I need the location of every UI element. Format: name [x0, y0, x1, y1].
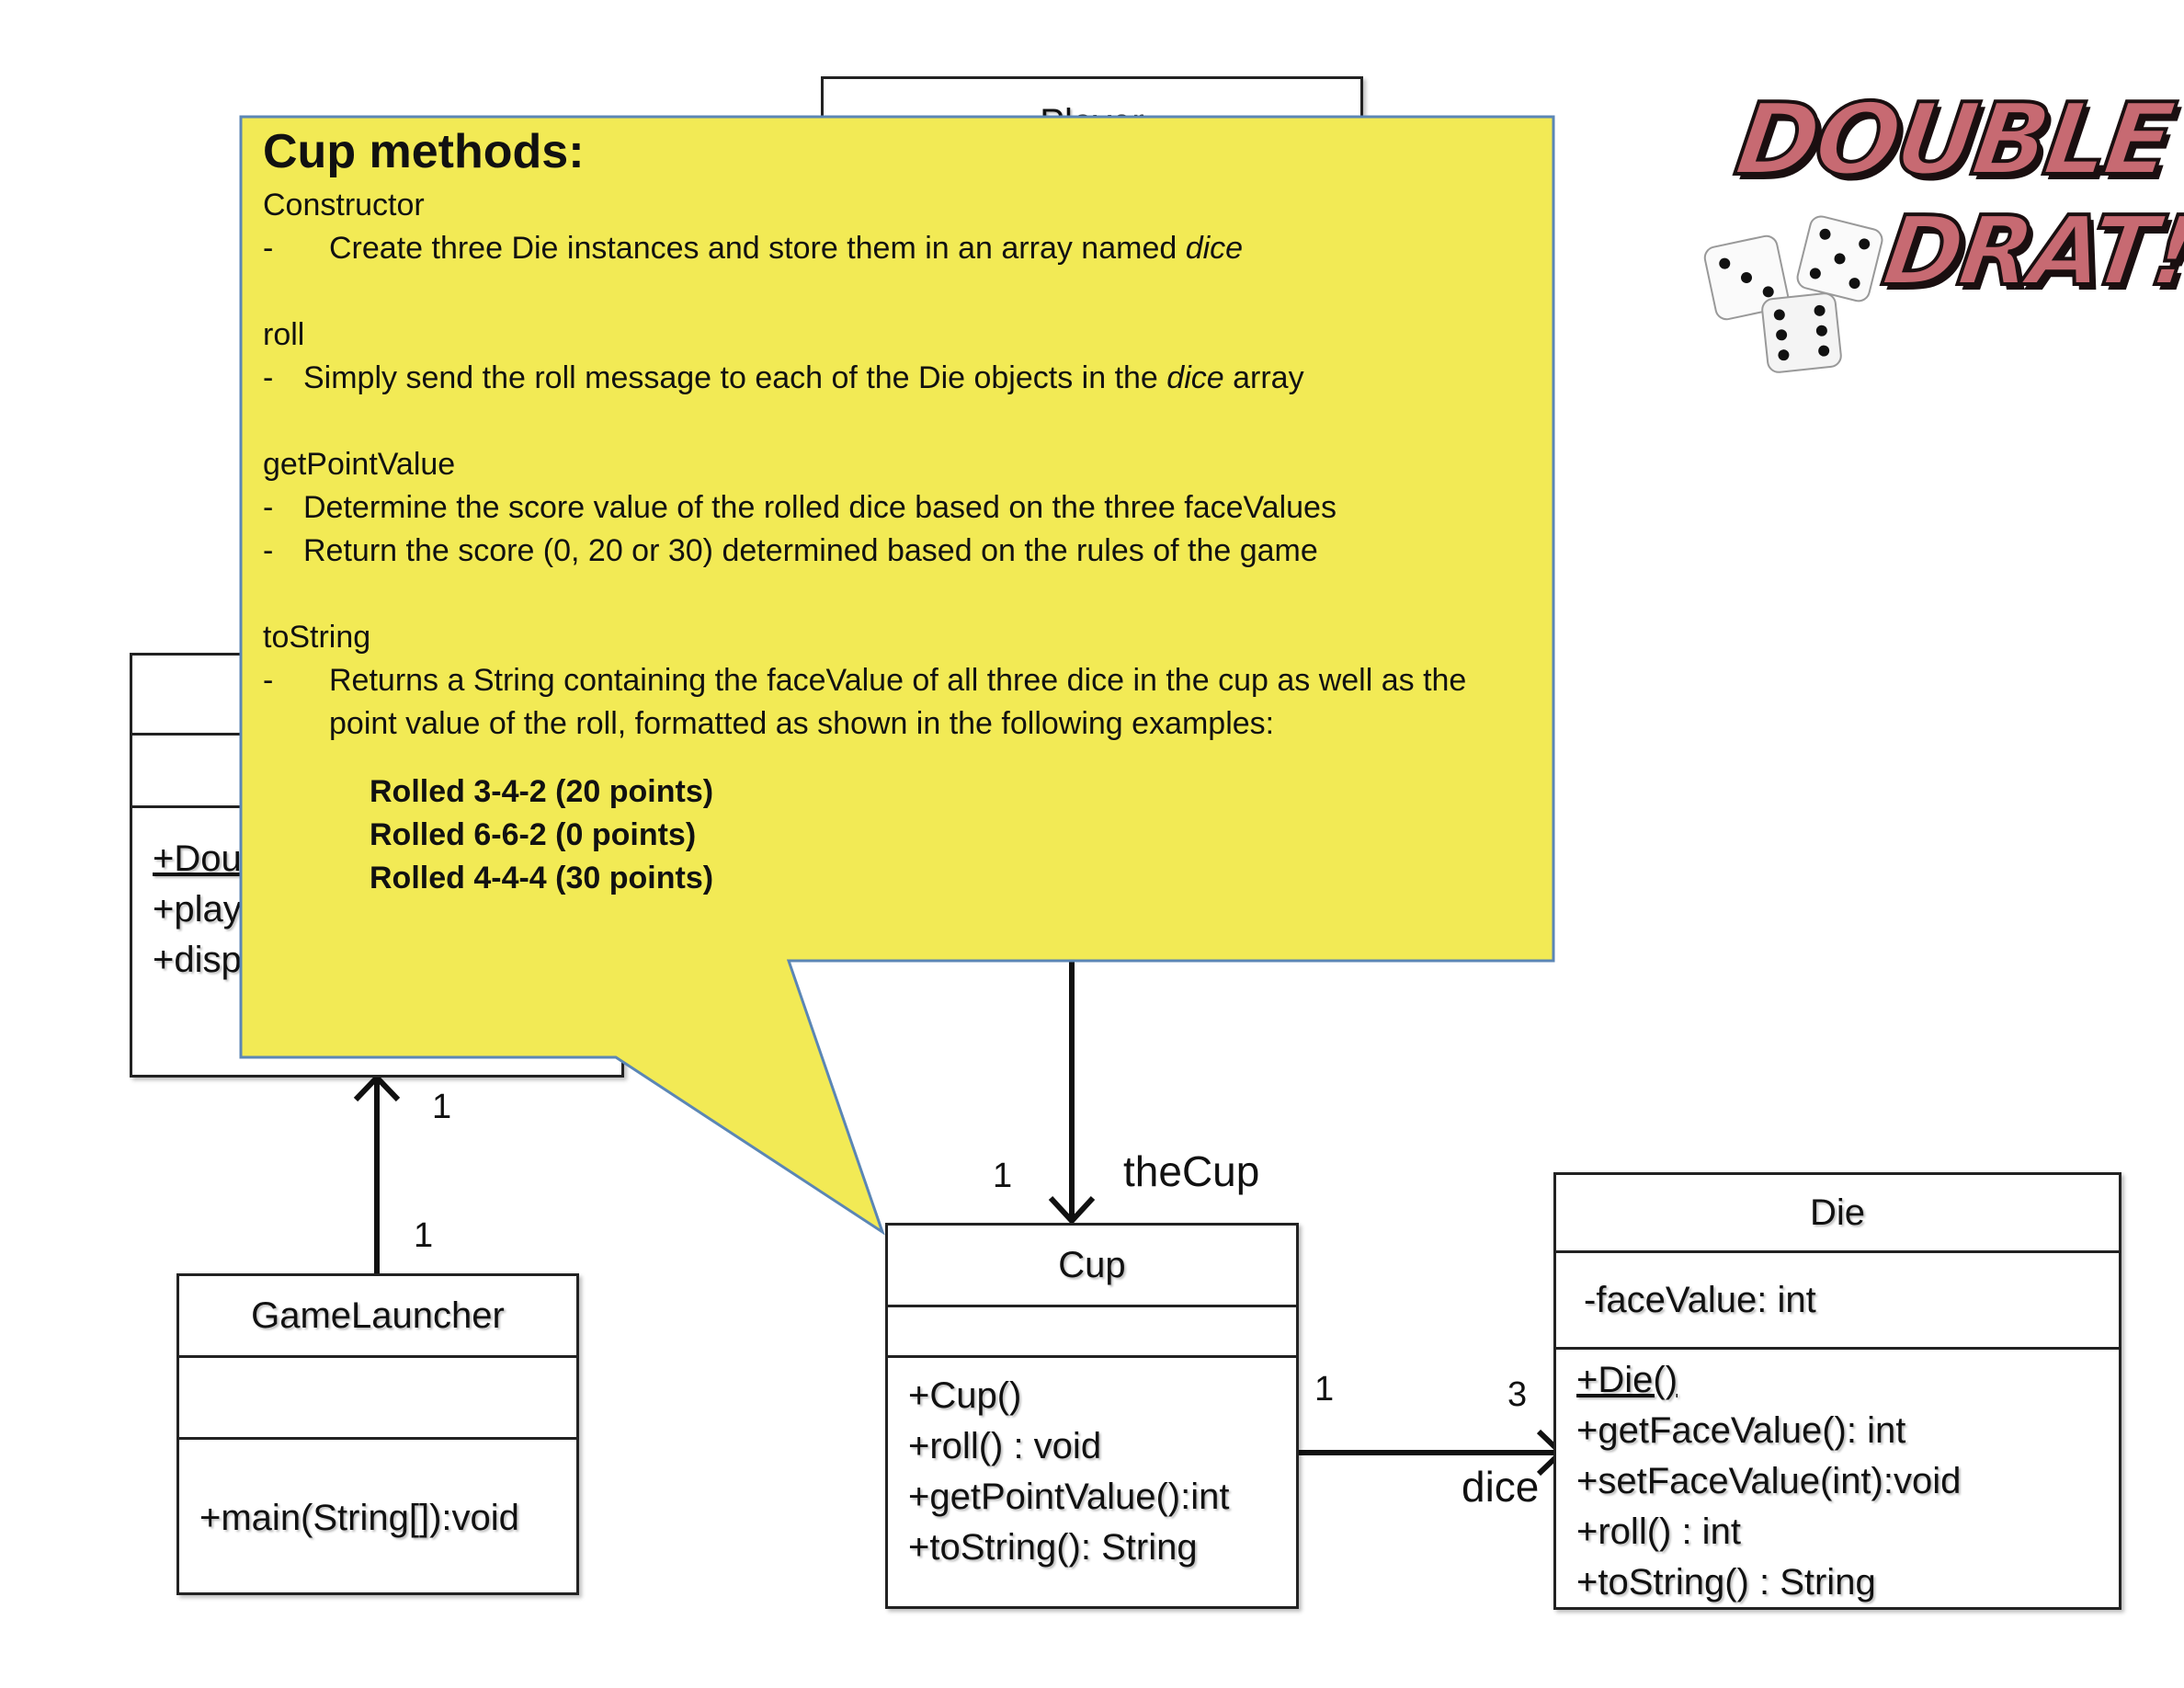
class-cup: Cup +Cup() +roll() : void +getPointValue…: [885, 1223, 1299, 1609]
constructor-heading: Constructor: [263, 188, 425, 222]
method-roll: +roll() : int: [1576, 1511, 1741, 1552]
class-methods: +main(String[]):void: [179, 1440, 576, 1544]
class-attributes: -faceValue: int: [1556, 1253, 2119, 1350]
method-cup-constructor: +Cup(): [908, 1375, 1022, 1416]
method-to-string: +toString(): String: [908, 1527, 1198, 1568]
method-constructor: +Dou: [153, 838, 242, 879]
class-game-launcher: GameLauncher +main(String[]):void: [176, 1273, 579, 1595]
getpoint-line-2: -Return the score (0, 20 or 30) determin…: [263, 533, 1318, 568]
role-dice: dice: [1462, 1463, 1540, 1511]
class-name: Cup: [888, 1226, 1296, 1307]
role-the-cup: theCup: [1123, 1147, 1260, 1195]
double-drat-logo: DOUBLE DRAT!: [1696, 75, 2184, 379]
class-name: GameLauncher: [179, 1276, 576, 1358]
multiplicity-die-side: 3: [1507, 1375, 1528, 1414]
callout-title: Cup methods:: [263, 125, 585, 178]
class-die: Die -faceValue: int +Die() +getFaceValue…: [1553, 1172, 2121, 1610]
method-play: +play: [153, 889, 242, 930]
class-attributes-compartment: [888, 1307, 1296, 1358]
multiplicity-cup-side: 1: [1314, 1370, 1335, 1409]
method-roll: +roll() : void: [908, 1426, 1102, 1466]
class-name: Die: [1556, 1175, 2119, 1253]
multiplicity-game-end: 1: [432, 1088, 452, 1126]
callout-note: Cup methods: Constructor -Create three D…: [263, 121, 1541, 900]
multiplicity-cup-end: 1: [993, 1157, 1013, 1195]
tostring-line-2: point value of the roll, formatted as sh…: [329, 706, 1275, 741]
class-attributes-compartment: [179, 1358, 576, 1440]
multiplicity-launcher-end: 1: [414, 1216, 434, 1255]
tostring-line-1: -Returns a String containing the faceVal…: [263, 663, 1467, 698]
roll-heading: roll: [263, 317, 305, 352]
attribute-face-value: -faceValue: int: [1584, 1279, 1816, 1320]
method-main: +main(String[]):void: [199, 1498, 519, 1538]
launcher-to-game-arrowhead: [353, 1073, 401, 1102]
example-2: Rolled 6-6-2 (0 points): [370, 817, 697, 852]
roll-line: -Simply send the roll message to each of…: [263, 360, 1304, 395]
dice-icon: [1703, 215, 1883, 373]
class-methods: +Die() +getFaceValue(): int +setFaceValu…: [1556, 1350, 2119, 1608]
method-set-face-value: +setFaceValue(int):void: [1576, 1461, 1962, 1501]
tostring-heading: toString: [263, 620, 371, 655]
method-get-face-value: +getFaceValue(): int: [1576, 1410, 1906, 1451]
to-cup-arrowhead: [1048, 1195, 1096, 1226]
class-methods: +Cup() +roll() : void +getPointValue():i…: [888, 1358, 1296, 1573]
getpoint-line-1: -Determine the score value of the rolled…: [263, 490, 1337, 525]
logo-line-1: DOUBLE: [1727, 81, 2179, 200]
method-get-point-value: +getPointValue():int: [908, 1477, 1230, 1517]
getpoint-heading: getPointValue: [263, 447, 456, 482]
method-die-constructor: +Die(): [1576, 1360, 1678, 1400]
example-3: Rolled 4-4-4 (30 points): [370, 861, 714, 895]
method-to-string: +toString() : String: [1576, 1562, 1876, 1602]
logo-line-2: DRAT!: [1874, 193, 2184, 309]
constructor-line: -Create three Die instances and store th…: [263, 231, 1244, 266]
example-1: Rolled 3-4-2 (20 points): [370, 774, 714, 809]
